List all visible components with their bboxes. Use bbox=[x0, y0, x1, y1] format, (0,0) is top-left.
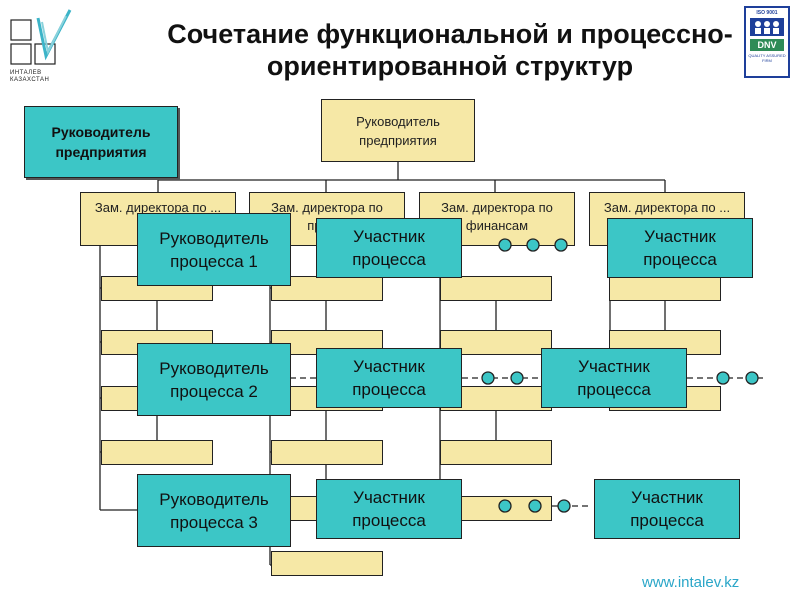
process-owner-label-1: Руководитель процесса 1 bbox=[159, 228, 269, 271]
participant-box: Участник процесса bbox=[594, 479, 740, 539]
deputy-label-3: Зам. директора по финансам bbox=[441, 200, 553, 233]
certification-badge: ISO 9001 DNV QUALITY ASSURED FIRM bbox=[744, 6, 790, 78]
iso-label: ISO 9001 bbox=[756, 10, 778, 16]
connector-node bbox=[528, 499, 542, 513]
participant-box: Участник процесса bbox=[316, 479, 462, 539]
department-box bbox=[271, 440, 383, 465]
participant-label: Участник процесса bbox=[352, 357, 426, 399]
page-title: Сочетание функциональной и процессно- ор… bbox=[130, 18, 770, 82]
footer-link[interactable]: www.intalev.kz bbox=[642, 574, 740, 591]
participant-label: Участник процесса bbox=[630, 488, 704, 530]
department-box bbox=[271, 551, 383, 576]
participant-label: Участник процесса bbox=[577, 357, 651, 399]
connector-node bbox=[481, 371, 495, 385]
participant-box: Участник процесса bbox=[607, 218, 753, 278]
connector-node bbox=[554, 238, 568, 252]
participant-label: Участник процесса bbox=[643, 227, 717, 269]
people-icon bbox=[755, 21, 779, 34]
deputy-label-4: Зам. директора по ... bbox=[603, 200, 731, 215]
org-head-box: Руководитель предприятия bbox=[321, 99, 475, 162]
title-line-2: ориентированной структур bbox=[266, 51, 634, 81]
participant-box: Участник процесса bbox=[316, 348, 462, 408]
process-owner-label-3: Руководитель процесса 3 bbox=[159, 489, 269, 532]
participant-box: Участник процесса bbox=[541, 348, 687, 408]
logo-text: ИНТАЛЕВ КАЗАХСТАН bbox=[10, 70, 50, 83]
participant-box: Участник процесса bbox=[316, 218, 462, 278]
connector-node bbox=[510, 371, 524, 385]
connector-node bbox=[526, 238, 540, 252]
participant-label: Участник процесса bbox=[352, 227, 426, 269]
connector-node bbox=[716, 371, 730, 385]
participant-label: Участник процесса bbox=[352, 488, 426, 530]
department-box bbox=[440, 276, 552, 301]
connector-node bbox=[498, 238, 512, 252]
connector-node bbox=[557, 499, 571, 513]
process-head-box: Руководитель предприятия bbox=[24, 106, 178, 178]
process-owner-box-3: Руководитель процесса 3 bbox=[137, 474, 291, 547]
logo-graphic bbox=[10, 9, 72, 65]
process-owner-box-1: Руководитель процесса 1 bbox=[137, 213, 291, 286]
connector-node bbox=[498, 499, 512, 513]
process-owner-box-2: Руководитель процесса 2 bbox=[137, 343, 291, 416]
process-owner-label-2: Руководитель процесса 2 bbox=[159, 358, 269, 401]
connector-node bbox=[745, 371, 759, 385]
intalev-logo: ИНТАЛЕВ КАЗАХСТАН bbox=[8, 6, 78, 92]
certificate-caption: QUALITY ASSURED FIRM bbox=[748, 53, 786, 63]
department-box bbox=[101, 440, 213, 465]
org-head-label: Руководитель предприятия bbox=[356, 113, 440, 148]
certification-icon bbox=[750, 18, 784, 36]
dnv-logo: DNV bbox=[750, 39, 784, 51]
deputy-label-1: Зам. директора по ... bbox=[94, 200, 222, 215]
title-line-1: Сочетание функциональной и процессно- bbox=[167, 19, 733, 49]
department-box bbox=[440, 440, 552, 465]
process-head-label: Руководитель предприятия bbox=[51, 124, 151, 160]
